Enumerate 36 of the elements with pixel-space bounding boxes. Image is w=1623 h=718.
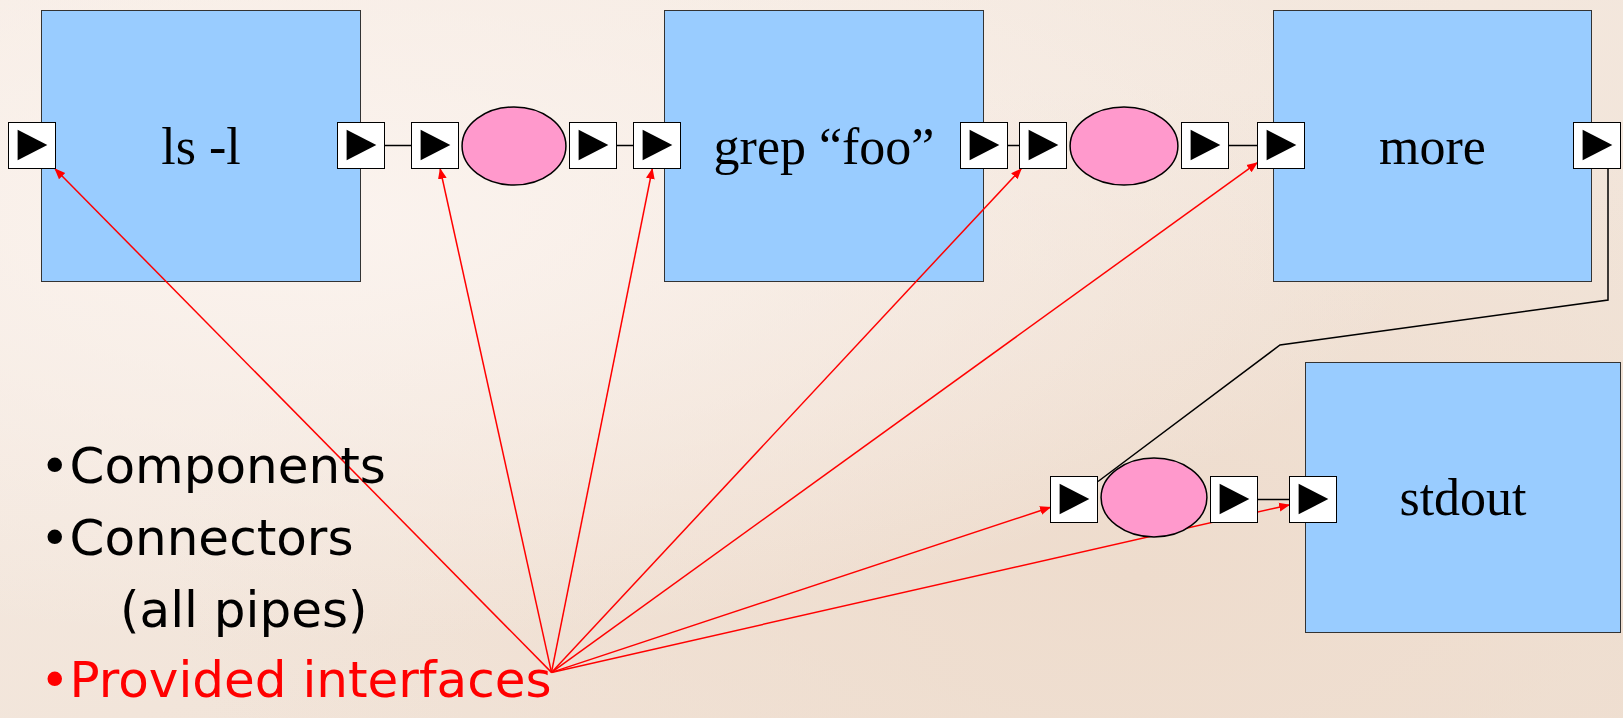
leader-arrow <box>550 502 1291 674</box>
connector-line <box>1257 498 1290 501</box>
bullet-text: •Connectors (all pipes) <box>40 508 369 641</box>
port-box <box>633 122 681 169</box>
pipe-ellipse <box>1069 106 1179 186</box>
leader-arrow <box>54 168 553 674</box>
connector-line <box>384 144 412 147</box>
port-box <box>1210 476 1258 523</box>
leader-arrow <box>550 162 1258 674</box>
connector-line <box>1228 144 1258 147</box>
port-box <box>337 122 385 169</box>
port-box <box>960 122 1008 169</box>
pipe-ellipse <box>461 106 567 186</box>
port-box <box>1050 476 1098 523</box>
port-box <box>1181 122 1229 169</box>
port-box <box>569 122 617 169</box>
port-box <box>1019 122 1067 169</box>
pipe-ellipse <box>1100 457 1208 538</box>
component-label: more <box>1379 116 1486 176</box>
port-box <box>8 122 56 169</box>
port-box <box>1573 122 1621 169</box>
leader-arrow <box>438 167 553 674</box>
component-box <box>1305 362 1621 633</box>
port-box <box>411 122 459 169</box>
component-box <box>1273 10 1592 282</box>
component-box <box>41 10 361 282</box>
connector-line <box>1097 168 1609 483</box>
bullet-text: •Provided interfaces <box>40 650 552 714</box>
leader-arrow <box>550 167 655 674</box>
component-label: grep “foo” <box>713 116 935 176</box>
port-box <box>1257 122 1305 169</box>
component-label: ls -l <box>161 116 241 176</box>
component-label: stdout <box>1399 468 1527 527</box>
component-box <box>664 10 984 282</box>
port-box <box>1289 476 1337 523</box>
leader-arrow <box>550 168 1022 674</box>
